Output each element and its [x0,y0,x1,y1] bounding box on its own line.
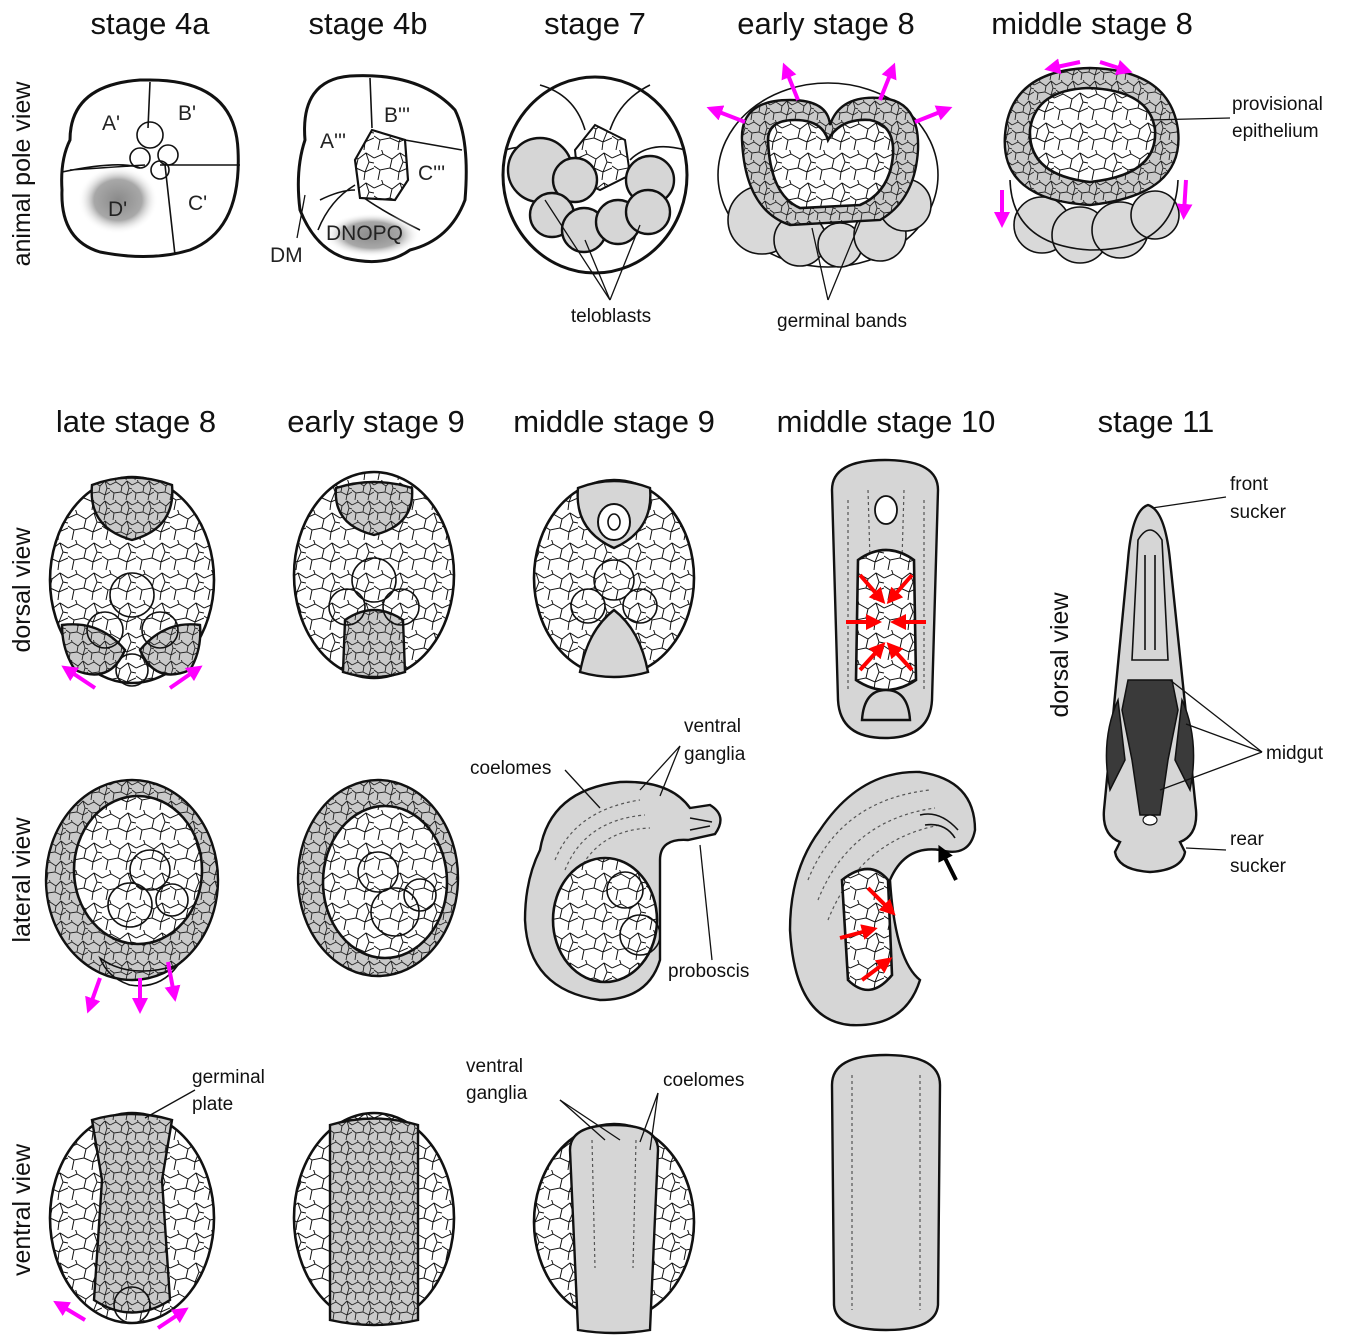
title-early-stage-8: early stage 8 [737,6,915,41]
annotation-ganglia-lateral: ganglia [684,744,746,765]
title-stage-11: stage 11 [1098,404,1215,439]
magenta-arrow [714,110,745,122]
label-ventral-view: ventral view [8,1143,36,1276]
cell-label-b-prime: B' [178,102,196,125]
annotation-provisional: provisional [1232,94,1323,115]
cell-label-dm: DM [270,244,303,267]
annotation-rear-sucker: sucker [1230,856,1287,877]
embryo-stage-4b: A''' B''' C''' DM DNOPQ [270,76,466,267]
magenta-arrow [1184,180,1186,212]
embryo-late-stage-8-ventral: germinal plate [50,1067,265,1323]
magenta-arrow [880,70,892,100]
embryo-middle-stage-8: provisional epithelium [1005,68,1323,263]
embryo-early-stage-9-lateral [298,780,458,976]
title-late-stage-8: late stage 8 [56,404,216,439]
label-dorsal-view: dorsal view [8,527,36,653]
annotation-proboscis: proboscis [668,961,749,982]
annotation-front-sucker: sucker [1230,502,1287,523]
title-middle-stage-9: middle stage 9 [513,404,715,439]
annotation-germinal-bands: germinal bands [777,311,907,332]
title-middle-stage-10: middle stage 10 [777,404,996,439]
cell-label-dnopq: DNOPQ [326,222,403,245]
label-lateral-view: lateral view [8,817,36,943]
embryo-stage-11-dorsal: front sucker midgut rear sucker [1104,474,1324,877]
title-stage-4b: stage 4b [309,6,428,41]
magenta-arrow [60,1305,85,1320]
embryo-stage-7: teloblasts [503,77,687,327]
annotation-ventral-lateral: ventral [684,716,741,737]
label-dorsal-view-stage-11: dorsal view [1046,592,1074,718]
cell-label-a-prime: A' [102,112,120,135]
embryo-middle-stage-10-ventral [832,1055,940,1330]
annotation-epithelium: epithelium [1232,121,1319,142]
cell-label-c-prime: C' [188,192,207,215]
annotation-ventral-ventral: ventral [466,1056,523,1077]
magenta-arrow [786,70,798,100]
annotation-germinal: germinal [192,1067,265,1088]
embryo-middle-stage-10-lateral [790,772,975,1025]
cell-label-d-prime: D' [108,198,127,221]
embryo-middle-stage-10-dorsal [832,460,938,738]
title-stage-7: stage 7 [544,6,646,41]
embryo-middle-stage-9-lateral: coelomes ventral ganglia proboscis [470,716,749,1000]
black-arrow [942,852,956,880]
annotation-rear: rear [1230,829,1264,850]
title-middle-stage-8: middle stage 8 [991,6,1193,41]
cell-label-c-triple-prime: C''' [418,162,445,185]
embryo-middle-stage-9-ventral: ventral ganglia coelomes [466,1056,744,1333]
embryo-late-stage-8-lateral [46,780,218,986]
label-animal-pole-view: animal pole view [8,81,36,267]
annotation-teloblasts: teloblasts [571,306,651,327]
embryo-middle-stage-9-dorsal [534,480,694,677]
cell-label-b-triple-prime: B''' [384,104,410,127]
embryo-early-stage-9-dorsal [294,472,454,678]
annotation-ganglia-ventral: ganglia [466,1083,528,1104]
magenta-arrow [1052,62,1080,68]
magenta-arrow [90,978,100,1006]
annotation-midgut: midgut [1266,743,1324,764]
embryo-early-stage-8: germinal bands [718,83,938,332]
embryo-early-stage-9-ventral [294,1113,454,1325]
annotation-coelomes-ventral: coelomes [663,1070,744,1091]
embryo-late-stage-8-dorsal [50,477,214,686]
annotation-plate: plate [192,1094,233,1115]
cell-label-a-triple-prime: A''' [320,130,346,153]
embryo-stage-4a: A' B' C' D' [62,80,240,257]
title-stage-4a: stage 4a [91,6,211,41]
magenta-arrow [915,110,945,122]
title-early-stage-9: early stage 9 [287,404,465,439]
annotation-front: front [1230,474,1269,495]
annotation-coelomes-lateral: coelomes [470,758,551,779]
